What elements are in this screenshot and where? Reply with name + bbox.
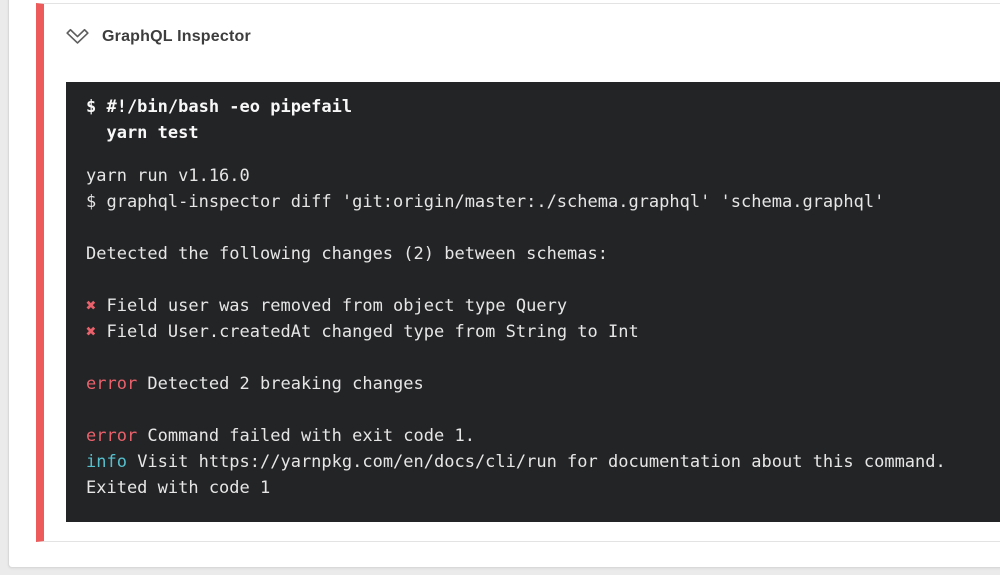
- blank-line: [86, 397, 1000, 423]
- command-line: $ #!/bin/bash -eo pipefail: [86, 97, 353, 117]
- change-text: Field User.createdAt changed type from S…: [96, 322, 639, 342]
- error-line: error Command failed with exit code 1.: [86, 423, 1000, 449]
- command-block: $ #!/bin/bash -eo pipefail yarn test: [86, 94, 1000, 146]
- terminal-output: $ #!/bin/bash -eo pipefail yarn test yar…: [66, 82, 1000, 522]
- error-text: Command failed with exit code 1.: [137, 426, 475, 446]
- error-line: error Detected 2 breaking changes: [86, 371, 1000, 397]
- step-title: GraphQL Inspector: [102, 28, 251, 45]
- cross-icon: ✖: [86, 296, 97, 316]
- output-line: $ graphql-inspector diff 'git:origin/mas…: [86, 192, 885, 212]
- info-text: Visit https://yarnpkg.com/en/docs/cli/ru…: [126, 452, 946, 472]
- info-label: info: [86, 452, 127, 472]
- breaking-change-line: ✖ Field User.createdAt changed type from…: [86, 319, 1000, 345]
- breaking-change-line: ✖ Field user was removed from object typ…: [86, 293, 1000, 319]
- output-line: Detected the following changes (2) betwe…: [86, 244, 608, 264]
- blank-line: [86, 215, 1000, 241]
- step-graphql-inspector: GraphQL Inspector $ #!/bin/bash -eo pipe…: [36, 3, 1000, 542]
- build-output-card: GraphQL Inspector $ #!/bin/bash -eo pipe…: [8, 0, 1000, 568]
- exit-code-line: Exited with code 1: [86, 478, 271, 498]
- step-header[interactable]: GraphQL Inspector: [44, 4, 1000, 48]
- blank-line: [86, 345, 1000, 371]
- output-block: yarn run v1.16.0 $ graphql-inspector dif…: [86, 163, 1000, 501]
- error-text: Detected 2 breaking changes: [137, 374, 424, 394]
- collapse-chevron-icon[interactable]: [64, 26, 91, 48]
- blank-line: [86, 267, 1000, 293]
- output-line: yarn run v1.16.0: [86, 166, 250, 186]
- info-line: info Visit https://yarnpkg.com/en/docs/c…: [86, 449, 1000, 475]
- command-line: yarn test: [86, 123, 199, 143]
- error-label: error: [86, 426, 138, 446]
- cross-icon: ✖: [86, 322, 97, 342]
- error-label: error: [86, 374, 138, 394]
- change-text: Field user was removed from object type …: [96, 296, 568, 316]
